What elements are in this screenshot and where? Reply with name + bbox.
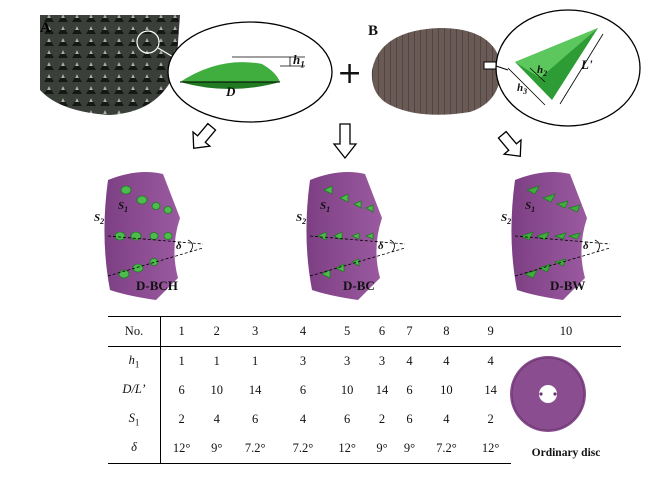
table-cell: 4 — [406, 354, 413, 368]
table-cell: 12° — [326, 434, 368, 464]
table-col-header: 6 — [378, 324, 386, 338]
table-col-header: 1 — [178, 324, 185, 338]
table-col-header: 8 — [443, 324, 450, 338]
table-row: h1 1 1 1 3 3 3 4 4 4 Ordinary disc — [108, 346, 621, 459]
table-header-label: No. — [108, 316, 161, 347]
disc-d-bw — [511, 172, 611, 300]
table-cell: 7.2° — [231, 434, 280, 464]
table-cell: 10 — [210, 383, 223, 397]
panel-b-photo — [371, 28, 501, 115]
panel-a-photo — [40, 15, 180, 115]
table-col-header: 2 — [213, 324, 220, 338]
panel-b-label: B — [368, 23, 379, 39]
table-cell: 14 — [248, 383, 262, 397]
table-col-header: 4 — [299, 324, 307, 338]
bionic-wedge-unit — [519, 185, 581, 279]
dim-l-prime: L' — [581, 57, 593, 72]
table-header-row: No. 1 2 3 4 5 6 7 8 9 10 — [108, 316, 621, 347]
table-cell: 9° — [202, 434, 232, 464]
table-cell: 12° — [160, 434, 203, 464]
arrow-center-icon — [332, 123, 358, 160]
parameter-table: No. 1 2 3 4 5 6 7 8 9 10 h1 1 1 1 3 3 3 … — [108, 316, 621, 464]
table-cell: 4 — [443, 412, 450, 426]
disc-2-s1: S1 — [320, 200, 331, 215]
table-cell: 2 — [487, 412, 494, 426]
panel-a-label: A — [40, 20, 51, 36]
table-cell: 6 — [299, 383, 307, 397]
disc-3-s2: S2 — [501, 212, 512, 227]
table-cell: 4 — [213, 412, 220, 426]
table-col-header: 5 — [344, 324, 351, 338]
table-cell: 3 — [299, 354, 307, 368]
dim-h3: h3 — [517, 82, 528, 97]
disc-1-name: D-BCH — [136, 278, 178, 293]
magnify-circle — [136, 30, 160, 54]
table-col-header: 7 — [406, 324, 413, 338]
table-cell: 10 — [440, 383, 453, 397]
ordinary-disc-icon — [510, 356, 586, 432]
table-cell: 7.2° — [422, 434, 471, 464]
disc-1-s1: S1 — [118, 200, 129, 215]
table-cell: 1 — [252, 354, 259, 368]
table-cell: 12° — [470, 434, 511, 464]
table-cell: 3 — [344, 354, 351, 368]
table-cell: 4 — [443, 354, 450, 368]
disc-3-delta: δ — [583, 240, 589, 252]
table-row: S1 2 4 6 4 6 2 6 4 2 — [108, 405, 621, 434]
table-cell: 6 — [344, 412, 351, 426]
disc-d-bch — [104, 172, 204, 300]
disc-d-bc — [306, 172, 406, 300]
dim-d: D — [226, 84, 236, 99]
disc-2-delta: δ — [378, 240, 384, 252]
dim-h1: h1 — [293, 52, 305, 70]
ordinary-disc-label: Ordinary disc — [531, 446, 601, 459]
row-label: S1 — [108, 405, 161, 434]
table-cell: 6 — [178, 383, 185, 397]
row-label: D/L’ — [108, 376, 161, 405]
disc-2-s2: S2 — [296, 212, 307, 227]
arrow-right-icon — [497, 130, 522, 157]
table-row: δ 12° 9° 7.2° 7.2° 12° 9° 9° 7.2° 12° — [108, 434, 621, 464]
table-cell: 1 — [178, 354, 185, 368]
table-col-header: 10 — [559, 324, 573, 338]
disc-1-delta: δ — [176, 240, 182, 252]
table-row: D/L’ 6 10 14 6 10 14 6 10 14 — [108, 376, 621, 405]
panel-b-callout — [495, 9, 641, 127]
table-cell: 2 — [378, 412, 386, 426]
disc-3-name: D-BW — [550, 278, 586, 293]
table-cell: 14 — [484, 383, 497, 397]
bionic-dome-unit — [114, 185, 173, 279]
table-cell: 2 — [178, 412, 185, 426]
table-cell: 1 — [213, 354, 220, 368]
table-cell: 14 — [375, 383, 389, 397]
table-cell: 7.2° — [279, 434, 327, 464]
table-cell: 4 — [299, 412, 307, 426]
table-cell: 6 — [252, 412, 259, 426]
disc-1-s2: S2 — [94, 212, 105, 227]
dome-shape — [180, 62, 280, 82]
wedge-shape — [515, 28, 598, 100]
table-col-header: 9 — [487, 324, 494, 338]
table-col-header: 3 — [252, 324, 259, 338]
table-cell: 9° — [396, 434, 423, 464]
plus-sign: + — [337, 56, 363, 91]
disc-3-s1: S1 — [525, 200, 536, 215]
table-cell: 10 — [340, 383, 354, 397]
arrow-left-icon — [192, 122, 217, 149]
table-cell: 3 — [378, 354, 386, 368]
ordinary-disc-cell: Ordinary disc — [511, 347, 621, 464]
table-cell: 6 — [406, 412, 413, 426]
row-label: δ — [108, 434, 161, 464]
table-cell: 4 — [487, 354, 494, 368]
disc-2-name: D-BC — [343, 278, 375, 293]
dim-h2: h2 — [537, 64, 548, 79]
table-cell: 9° — [367, 434, 397, 464]
table-cell: 6 — [406, 383, 413, 397]
panel-a-callout — [167, 21, 333, 123]
bionic-cone-unit — [317, 185, 374, 279]
row-label: h1 — [108, 346, 161, 376]
